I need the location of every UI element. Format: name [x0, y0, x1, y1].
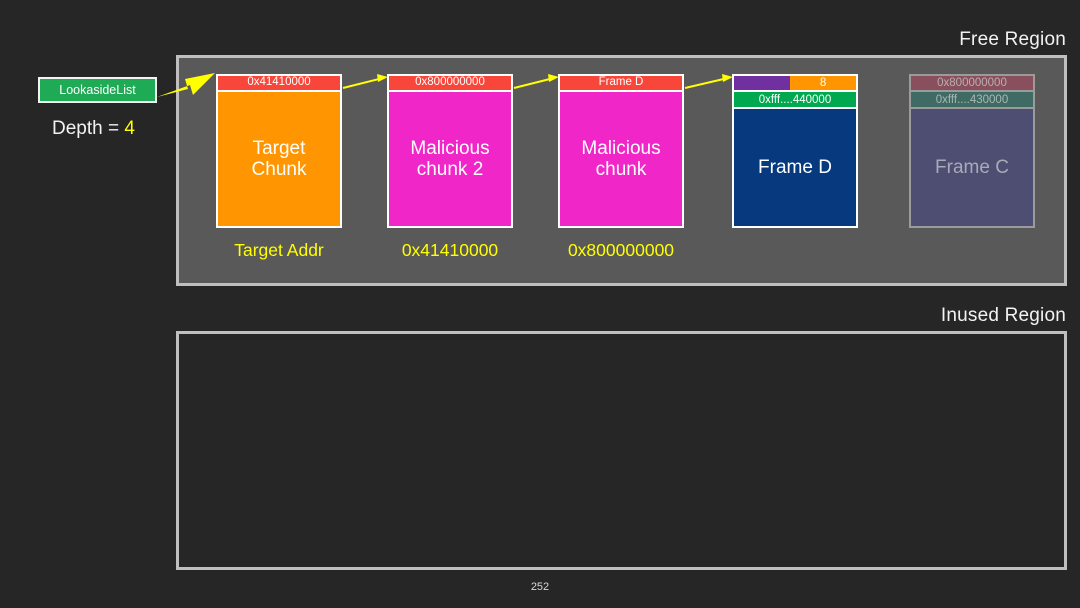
- free-region-title: Free Region: [959, 29, 1066, 50]
- chunk-malicious-header: Frame D: [558, 74, 684, 92]
- inused-region-container: [176, 331, 1067, 570]
- chunk-target-body-line1: Target: [252, 137, 306, 159]
- chunk-frame-d-header-pointer: 0xfff....440000: [732, 92, 858, 109]
- chunk-frame-c-header: 0x800000000: [909, 74, 1035, 92]
- lookaside-list-label: LookasideList: [59, 83, 136, 97]
- chunk-target-body-line2: Chunk: [251, 159, 307, 180]
- caption-malicious-addr: 0x800000000: [567, 240, 675, 260]
- page-number: 252: [530, 581, 550, 593]
- caption-malicious2-addr: 0x41410000: [401, 240, 499, 260]
- chunk-malicious2-header: 0x800000000: [387, 74, 513, 92]
- chunk-malicious2-body: Malicious chunk 2: [387, 92, 513, 228]
- depth-value: 4: [124, 118, 135, 139]
- chunk-malicious-chunk: Frame D Malicious chunk: [558, 74, 684, 228]
- chunk-frame-c-body-line1: Frame C: [935, 156, 1009, 178]
- chunk-malicious-chunk-2: 0x800000000 Malicious chunk 2: [387, 74, 513, 228]
- inused-region-title: Inused Region: [940, 305, 1066, 326]
- chunk-frame-d: 8 0xfff....440000 Frame D: [732, 74, 858, 228]
- chunk-frame-d-header-count: 8: [790, 76, 856, 90]
- chunk-malicious2-body-line2: chunk 2: [416, 159, 484, 180]
- chunk-malicious-body-line2: chunk: [595, 159, 647, 180]
- chunk-frame-c-header-pointer: 0xfff....430000: [909, 92, 1035, 109]
- chunk-target-header: 0x41410000: [216, 74, 342, 92]
- lookaside-list-node: LookasideList: [38, 77, 157, 103]
- chunk-frame-d-header-purple-segment: [734, 76, 791, 90]
- depth-label: Depth = 4: [52, 118, 135, 140]
- chunk-frame-c-body: Frame C: [909, 109, 1035, 228]
- chunk-malicious-body: Malicious chunk: [558, 92, 684, 228]
- chunk-target-chunk: 0x41410000 Target Chunk: [216, 74, 342, 228]
- chunk-frame-d-header-row: 8: [732, 74, 858, 92]
- chunk-malicious2-body-line1: Malicious: [410, 137, 490, 159]
- chunk-frame-d-body-line1: Frame D: [758, 156, 832, 178]
- chunk-malicious-body-line1: Malicious: [581, 137, 661, 159]
- depth-text: Depth =: [52, 118, 125, 139]
- caption-target-addr: Target Addr: [234, 240, 324, 260]
- chunk-target-body: Target Chunk: [216, 92, 342, 228]
- chunk-frame-d-body: Frame D: [732, 109, 858, 228]
- chunk-frame-c: 0x800000000 0xfff....430000 Frame C: [909, 74, 1035, 228]
